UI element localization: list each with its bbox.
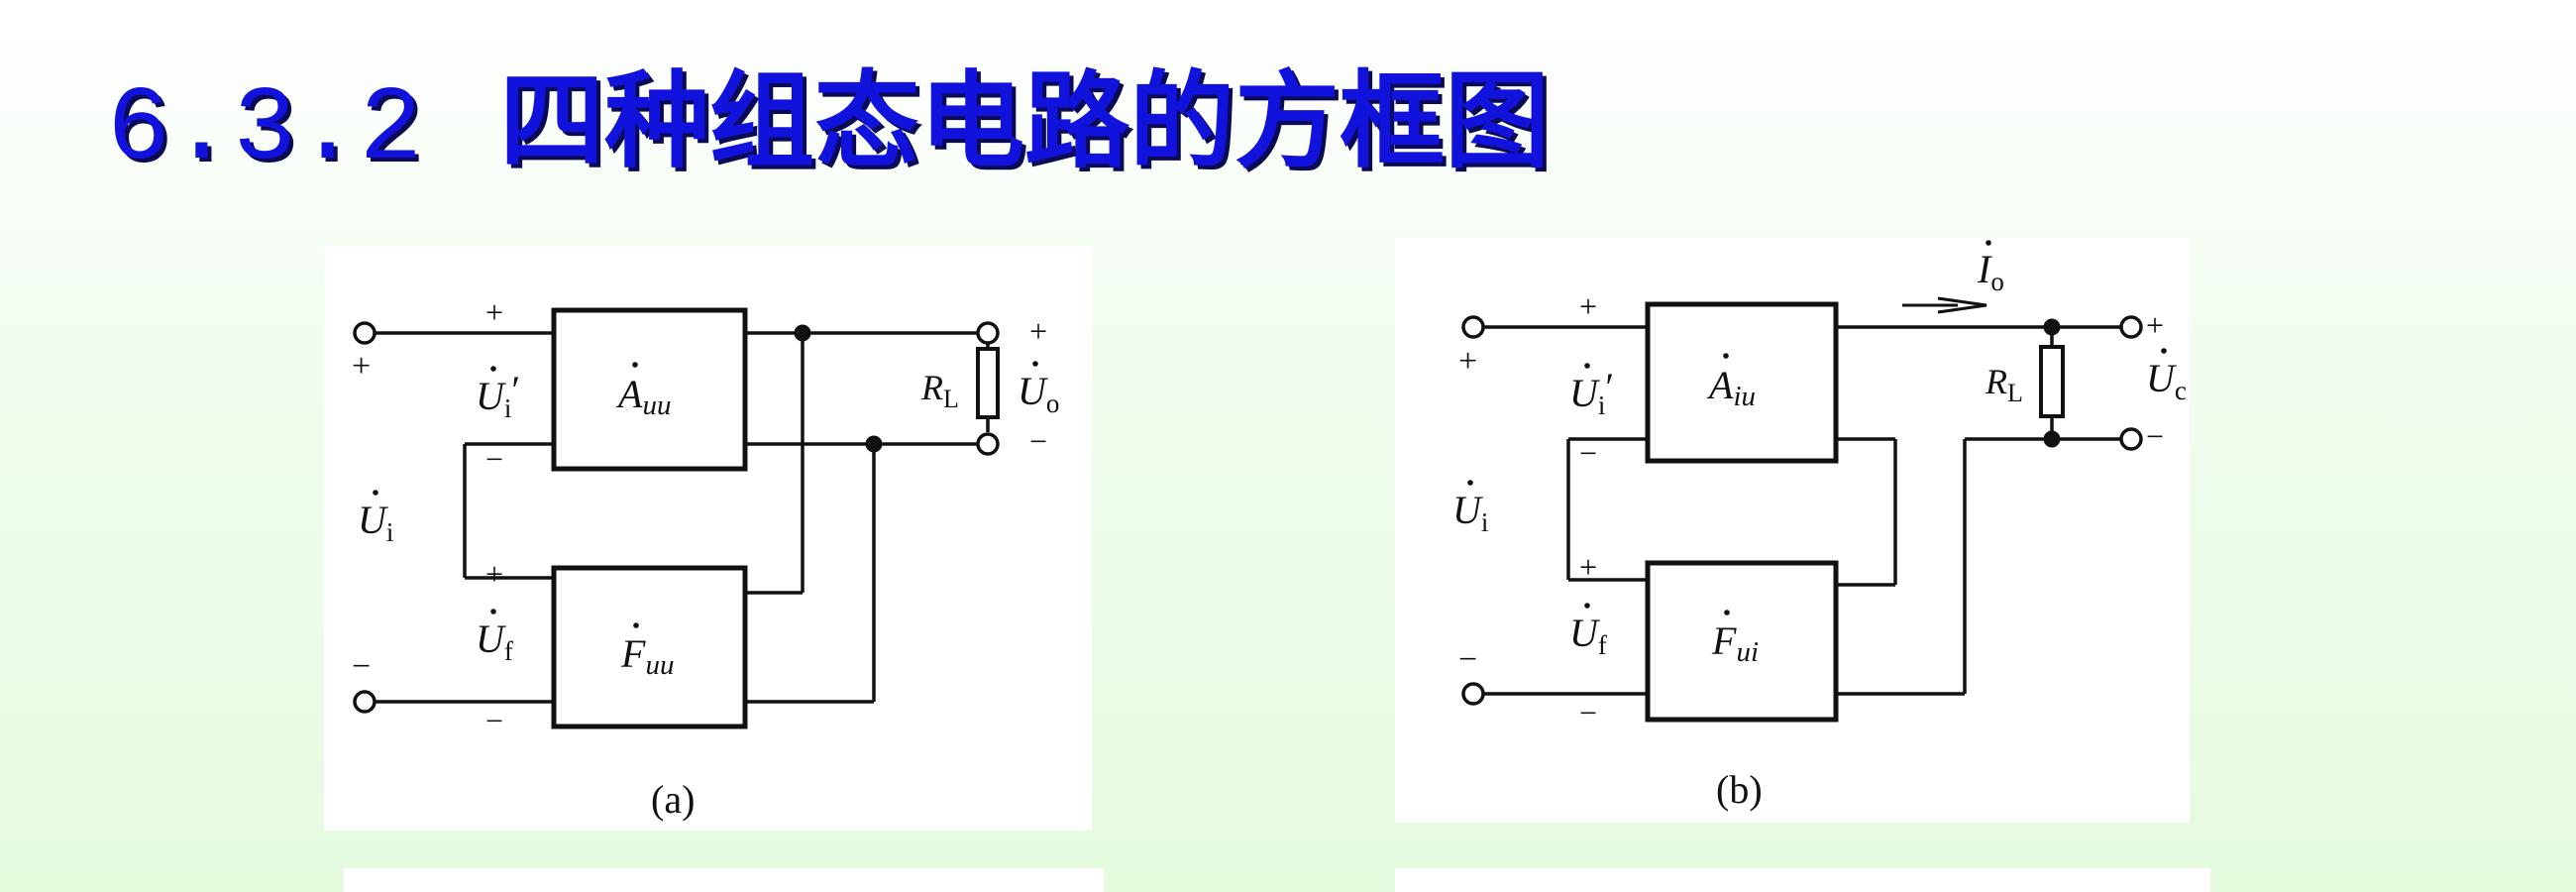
output-minus-a: −: [1029, 423, 1047, 459]
junction-node-a: [865, 435, 883, 453]
amplifier-block-a: [551, 307, 748, 472]
output-minus-b: −: [2146, 418, 2164, 454]
cropped-formula-panel-left: [344, 868, 1104, 892]
figure-b: + − + − + − + − Io Ui Ui′ Uf Uc RL Aiu F…: [1395, 238, 2190, 823]
junction-node-a: [794, 324, 811, 342]
output-terminal-bottom-a: [976, 432, 1000, 456]
output-current-label-b: Io: [1977, 247, 2004, 296]
cropped-formula-panel-right: [1395, 868, 2210, 892]
output-plus-a: +: [1029, 313, 1047, 349]
junction-node-b: [2043, 430, 2061, 448]
input-terminal-bottom-b: [1461, 682, 1485, 706]
fb-minus-a: −: [485, 703, 503, 738]
net-input-voltage-label-b: Ui′: [1569, 365, 1614, 420]
net-plus-b: +: [1579, 288, 1597, 324]
net-minus-a: −: [485, 441, 503, 477]
fb-minus-b: −: [1579, 695, 1597, 730]
input-terminal-top-a: [353, 321, 376, 345]
feedback-voltage-label-a: Uf: [476, 616, 513, 666]
output-terminal-top-b: [2119, 315, 2143, 339]
load-resistor-a: [976, 347, 1000, 419]
caption-a: (a): [651, 777, 695, 822]
figure-a: + − + − + − + − Ui Ui′ Uf Uo RL Auu Fuu …: [324, 246, 1092, 831]
feedback-factor-label-a: Fuu: [620, 631, 674, 681]
output-current-arrow-b: [1902, 296, 1987, 314]
feedback-block-b: [1645, 560, 1839, 723]
fb-plus-b: +: [1579, 549, 1597, 585]
amplifier-block-b: [1645, 301, 1839, 464]
input-terminal-bottom-a: [353, 690, 376, 714]
output-terminal-bottom-b: [2119, 427, 2143, 451]
load-resistor-b: [2039, 345, 2065, 418]
input-plus-b: +: [1458, 343, 1477, 380]
feedback-voltage-label-b: Uf: [1569, 611, 1607, 660]
caption-b: (b): [1716, 767, 1763, 812]
output-voltage-label-a: Uo: [1018, 369, 1059, 418]
net-minus-b: −: [1579, 435, 1597, 471]
input-plus-a: +: [352, 348, 371, 385]
feedback-factor-label-b: Fui: [1711, 618, 1759, 668]
fb-plus-a: +: [485, 556, 503, 592]
input-voltage-label-a: Ui: [358, 498, 393, 547]
output-voltage-label-b: Uc: [2146, 356, 2187, 405]
load-label-b: RL: [1985, 362, 2023, 407]
junction-node-b: [2043, 318, 2061, 336]
circuit-wires-b: [1483, 325, 2131, 696]
input-voltage-label-b: Ui: [1452, 488, 1488, 537]
net-plus-a: +: [485, 294, 503, 330]
page-title: 6.3.2 四种组态电路的方框图: [107, 57, 1550, 194]
output-plus-b: +: [2146, 307, 2164, 343]
feedback-block-a: [551, 565, 748, 729]
net-input-voltage-label-a: Ui′: [476, 368, 520, 423]
section-number: 6.3.2: [107, 70, 423, 189]
amplifier-gain-label-a: Auu: [615, 372, 671, 421]
load-label-a: RL: [920, 368, 959, 413]
input-minus-a: −: [352, 648, 371, 685]
section-title: 四种组态电路的方框图: [499, 60, 1551, 182]
amplifier-gain-label-b: Aiu: [1706, 363, 1756, 412]
input-terminal-top-b: [1461, 315, 1485, 339]
input-minus-b: −: [1458, 641, 1477, 678]
output-terminal-top-a: [976, 321, 1000, 345]
